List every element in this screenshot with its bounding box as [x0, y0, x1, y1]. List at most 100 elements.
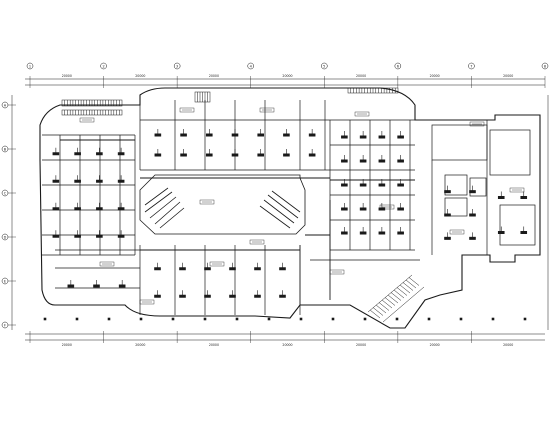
- unit-body: [378, 183, 386, 187]
- fan-coil-unit: [180, 129, 187, 137]
- axis-label: F: [4, 323, 6, 327]
- unit-body: [341, 183, 348, 187]
- escalator-top-left-2: [61, 109, 123, 116]
- fan-coil-unit: [154, 262, 161, 271]
- tag-box: [199, 199, 215, 205]
- unit-body: [74, 207, 81, 211]
- unit-body: [359, 135, 367, 139]
- unit-body: [283, 133, 290, 137]
- tag-box: [139, 299, 155, 305]
- unit-body: [279, 294, 286, 298]
- fan-coil-unit: [74, 175, 81, 183]
- annotation-tag: [249, 239, 265, 245]
- unit-body: [67, 284, 75, 288]
- unit-body: [96, 234, 103, 238]
- fan-coil-unit: [52, 175, 60, 183]
- axis-bubble: [468, 62, 475, 70]
- column-marker: [459, 317, 463, 321]
- axis-label: 6: [397, 65, 399, 69]
- dimension-label: 20000: [356, 343, 366, 347]
- unit-body: [397, 183, 404, 187]
- unit-body: [341, 135, 348, 139]
- unit-body: [359, 231, 367, 235]
- fan-coil-unit: [117, 202, 125, 211]
- axis-label: D: [4, 235, 7, 239]
- unit-body: [397, 159, 404, 163]
- fan-coil-unit: [469, 209, 476, 217]
- unit-body: [279, 267, 286, 271]
- fan-coil-unit: [96, 202, 103, 211]
- unit-body: [154, 153, 162, 157]
- escalator-step: [384, 297, 396, 306]
- unit-body: [257, 153, 265, 157]
- unit-body: [52, 152, 60, 156]
- unit-body: [283, 153, 290, 157]
- fan-coil-unit: [52, 230, 60, 238]
- tag-box: [509, 187, 525, 193]
- annotation-tag: [354, 111, 370, 117]
- unit-body: [378, 135, 386, 139]
- unit-body: [341, 207, 348, 211]
- fan-coil-unit: [397, 227, 404, 235]
- unit-body: [117, 179, 125, 183]
- dimension-label: 20000: [282, 74, 292, 78]
- fan-coil-unit: [204, 290, 211, 298]
- column-marker: [523, 317, 527, 321]
- dimension-label: 20000: [503, 343, 513, 347]
- unit-body: [52, 207, 60, 211]
- unit-body: [179, 267, 186, 271]
- fan-coil-unit: [469, 185, 476, 194]
- column-marker: [235, 317, 239, 321]
- tag-box: [379, 204, 395, 210]
- dimension-label: 20000: [209, 343, 219, 347]
- unit-body: [52, 179, 60, 183]
- fan-coil-unit: [497, 191, 505, 200]
- dimension-label: 20000: [356, 74, 366, 78]
- fan-coil-unit: [279, 262, 286, 271]
- tag-box: [449, 229, 465, 235]
- escalator-step: [393, 289, 405, 299]
- unit-body: [397, 135, 404, 139]
- column-marker: [203, 317, 207, 321]
- fan-coil-unit: [154, 129, 162, 137]
- unit-body: [469, 236, 476, 240]
- escalator-step: [402, 282, 414, 291]
- unit-body: [254, 294, 261, 298]
- unit-body: [469, 213, 476, 217]
- fan-coil-unit: [469, 232, 476, 240]
- tag-box: [209, 261, 225, 267]
- escalator-rail: [367, 274, 413, 313]
- fan-coil-unit: [96, 230, 103, 238]
- annotation-tag: [469, 121, 485, 127]
- annotation-tags: [79, 107, 525, 305]
- dimension-label: 20000: [503, 74, 513, 78]
- fan-coil-unit: [254, 262, 261, 271]
- axis-label: 3: [176, 65, 178, 69]
- escalator-step: [378, 302, 390, 311]
- dimension-label: 20000: [430, 343, 440, 347]
- unit-body: [154, 133, 162, 137]
- unit-body: [179, 294, 186, 298]
- fan-coil-unit: [308, 149, 316, 157]
- unit-body: [397, 231, 404, 235]
- fan-coil-unit: [397, 203, 404, 211]
- column-marker: [491, 317, 495, 321]
- fan-coil-unit: [117, 230, 125, 238]
- unit-body: [117, 234, 125, 238]
- column-marker: [331, 317, 335, 321]
- unit-body: [74, 152, 81, 156]
- fan-coil-unit: [397, 131, 404, 139]
- unit-body: [231, 153, 239, 157]
- unit-body: [444, 190, 451, 194]
- unit-body: [254, 267, 261, 271]
- fan-coil-unit: [74, 202, 81, 211]
- axis-label: C: [4, 191, 7, 195]
- axis-bubble: [100, 62, 107, 70]
- fan-coil-unit: [52, 147, 60, 156]
- annotation-tag: [99, 261, 115, 267]
- axis-label: E: [4, 279, 6, 283]
- fan-coil-unit: [254, 290, 261, 298]
- escalator-top-mid: [194, 91, 211, 103]
- column-marker: [267, 317, 271, 321]
